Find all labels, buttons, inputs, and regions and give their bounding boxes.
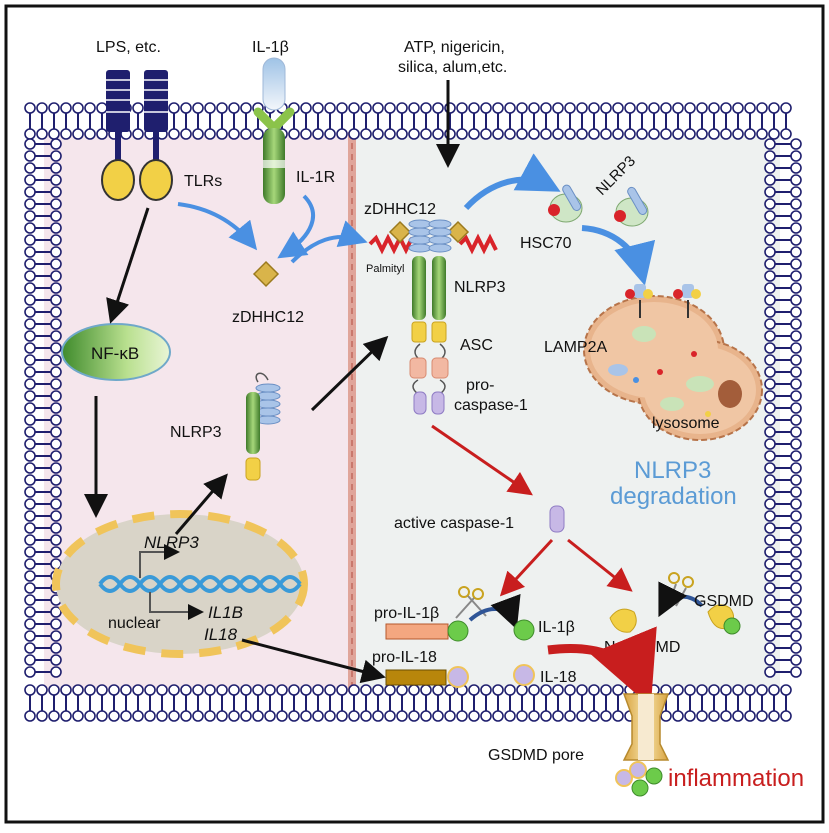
cleave-gsdmd-arrow [658,581,704,618]
cell-membrane [24,102,802,722]
zdhhc12-complex-label: zDHHC12 [364,201,436,218]
il1b-ligand-label: IL-1β [252,39,289,56]
pro-il1b-label: pro-IL-1β [374,605,439,622]
il1b-product [513,619,535,641]
lysosome-label: lysosome [652,415,720,432]
nucleus-to-nlrp3-arrow [174,473,228,535]
tlr-to-nfkb-arrow [106,207,150,324]
il1r-receptor [253,57,295,204]
gsdmd-pore [622,693,670,761]
il1r-label: IL-1R [296,169,335,186]
degradation-line1: NLRP3 [634,457,711,484]
nlrp3-complex-label: NLRP3 [454,279,506,296]
lamp2a-label: LAMP2A [544,339,607,356]
gsdmd-pore-label: GSDMD pore [488,747,584,764]
cleave-il1b-arrow [468,593,521,630]
nucleus [52,510,308,658]
nlrp3-free-protein [245,372,281,481]
tlrs-label: TLRs [184,173,222,190]
gene-il18: IL18 [204,625,238,644]
dna-strand-b [98,575,302,593]
caspase-to-gsdmd-arrow [567,538,633,592]
nlrp3-inflammasome-complex [368,219,498,415]
nuclear-label: nuclear [108,615,161,632]
zdhhc12-cyto-label: zDHHC12 [232,309,304,326]
released-cytokines [615,761,663,797]
stimuli-line1: ATP, nigericin, [404,39,505,56]
asc-label: ASC [460,337,493,354]
il18-product [513,664,535,686]
pro-il1b-head [447,620,469,642]
nfkb-oval [61,323,171,381]
stimuli-line2: silica, alum,etc. [398,59,507,76]
gene-il1b: IL1B [208,603,243,622]
inflammation-label: inflammation [668,765,804,792]
pro-il18-label: pro-IL-18 [372,649,437,666]
gene-nlrp3: NLRP3 [144,533,199,552]
il1r-to-zdhhc12-arrow [277,194,315,259]
pro-caspase-line1: pro- [466,377,494,394]
hsc70-complexes [548,184,649,227]
il18-product-label: IL-18 [540,669,577,686]
il1b-product-label: IL-1β [538,619,575,636]
complex-to-hsc70-arrow [463,153,561,211]
active-caspase-label: active caspase-1 [394,515,514,532]
nlrp3-free-label: NLRP3 [170,424,222,441]
degradation-line2: degradation [610,483,737,510]
nucleus-to-precursors-arrow [241,638,386,684]
pro-caspase-line2: caspase-1 [454,397,528,414]
zdhhc12-diamond [252,260,280,288]
nfkb-label: NF-κB [91,344,139,363]
pro-il18-head [447,666,469,688]
tlr-receptors [101,70,173,201]
palmityl-chain [368,233,498,255]
pro-il18-bar [385,669,447,686]
tlr-to-zdhhc12-arrow [177,202,258,251]
lysosome [583,284,763,441]
hsc70-label: HSC70 [520,235,572,252]
active-caspase-icon [549,505,565,533]
gsdmd-label: GSDMD [694,593,754,610]
caspase-to-il1b-arrow [499,538,554,597]
nlrp3-to-complex-arrow [310,335,389,412]
lps-label: LPS, etc. [96,39,161,56]
complex-to-caspase-arrow [431,424,533,496]
pro-il1b-bar [385,623,449,640]
gsdmd-protein [707,604,741,635]
zdhhc12-to-complex-arrow [290,220,368,264]
inflammation-arrow [547,626,657,707]
hsc70-to-lysosome-arrow [581,225,656,286]
palmityl-label: Palmityl [366,263,405,275]
